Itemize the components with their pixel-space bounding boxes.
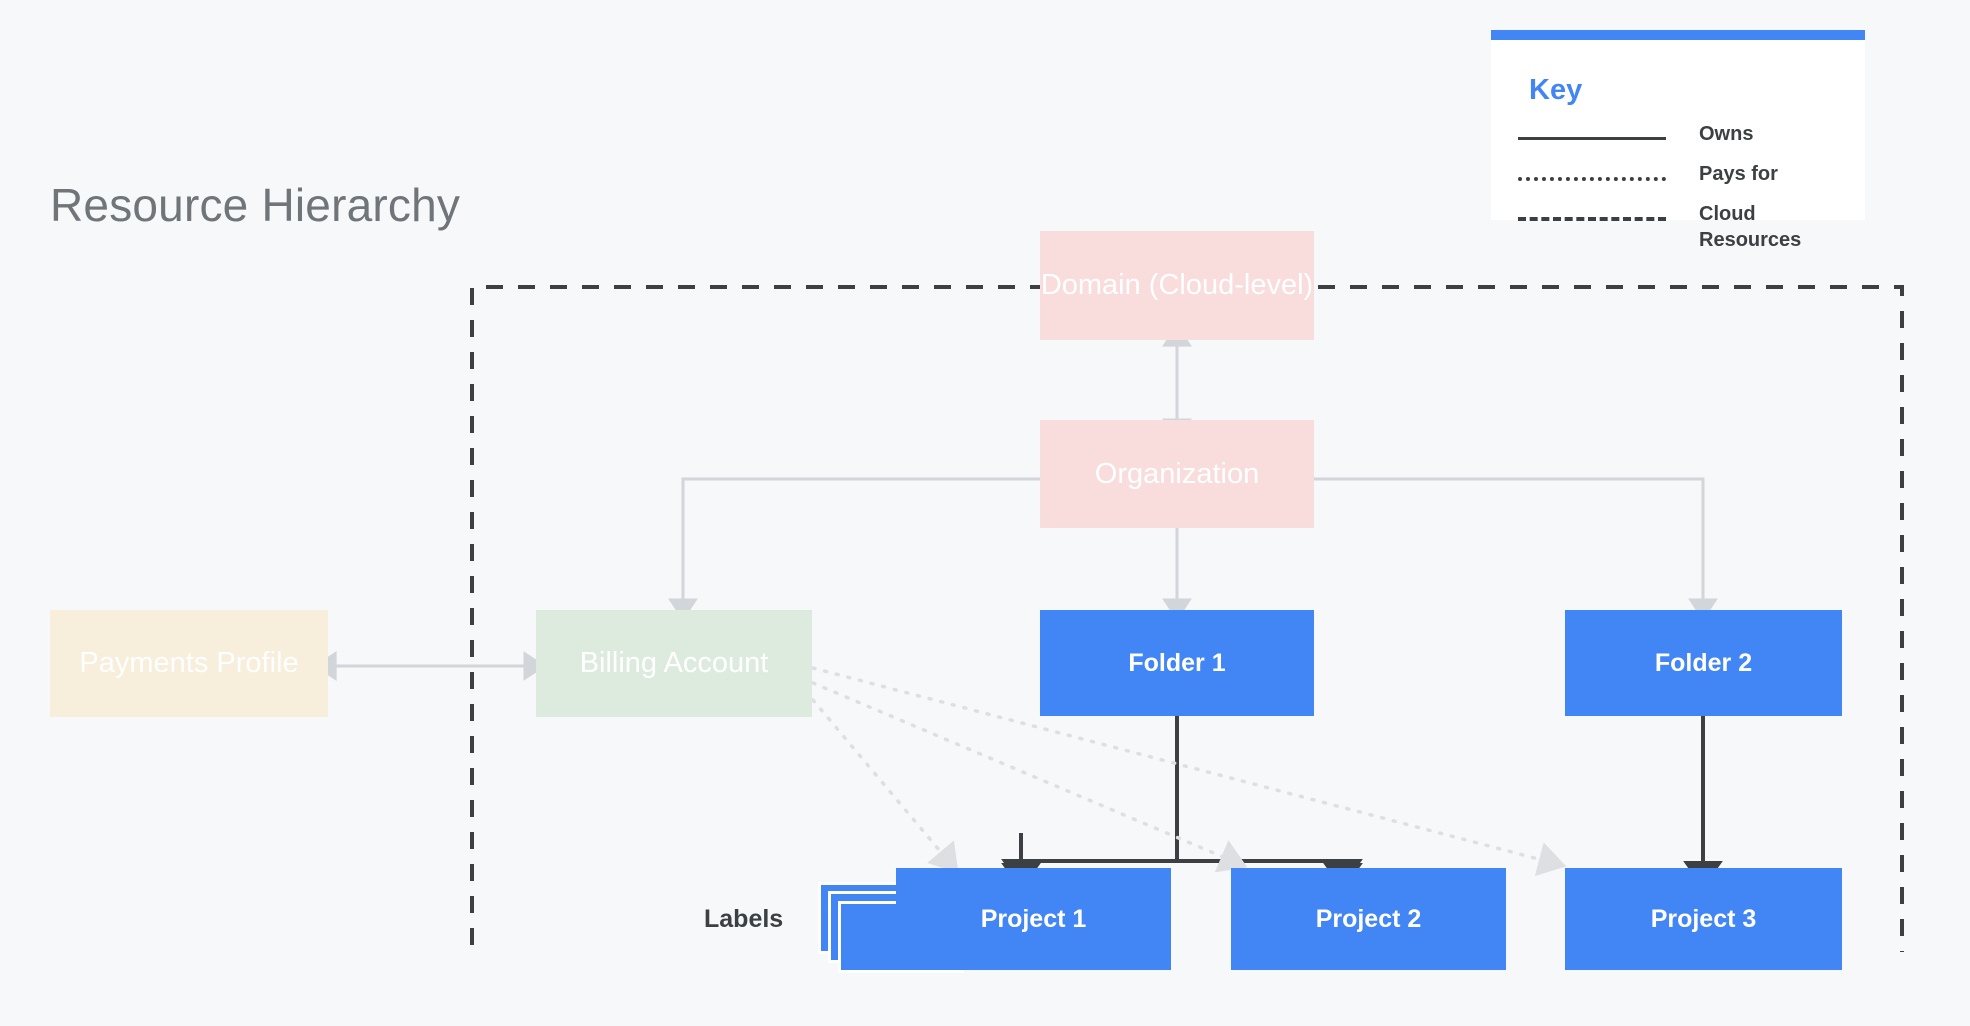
key-row-owns: Owns <box>1491 122 1865 156</box>
key-line-solid-icon <box>1518 137 1666 140</box>
node-project-2[interactable]: Project 2 <box>1231 868 1506 970</box>
node-domain-label: Domain (Cloud-level) <box>1040 269 1314 302</box>
node-project-3-label: Project 3 <box>1650 905 1757 933</box>
key-label-pays-for: Pays for <box>1699 163 1778 185</box>
edge-billing-account-pays-project-1 <box>811 698 959 874</box>
node-folder-2[interactable]: Folder 2 <box>1565 610 1842 716</box>
key-legend-panel: Key Owns Pays for Cloud Resources <box>1491 30 1865 251</box>
edge-organization-folder-2 <box>1314 477 1718 621</box>
key-label-cloud-resources: Cloud Resources <box>1699 203 1802 251</box>
node-project-2-label: Project 2 <box>1315 905 1422 933</box>
key-accent-bar <box>1491 30 1865 40</box>
key-line-dotted-icon <box>1518 177 1666 181</box>
node-billing-account[interactable]: Billing Account <box>536 610 812 717</box>
edge-organization-billing-account <box>668 477 1042 621</box>
node-folder-2-label: Folder 2 <box>1654 649 1753 677</box>
node-payments-profile[interactable]: Payments Profile <box>50 610 328 717</box>
node-folder-1[interactable]: Folder 1 <box>1040 610 1314 716</box>
node-project-1-label: Project 1 <box>980 905 1087 933</box>
node-payments-profile-label: Payments Profile <box>79 647 299 680</box>
node-organization[interactable]: Organization <box>1040 420 1314 528</box>
key-line-dashed-icon <box>1518 217 1666 221</box>
node-folder-1-label: Folder 1 <box>1128 649 1226 677</box>
key-title: Key <box>1529 74 1583 106</box>
node-organization-label: Organization <box>1094 457 1260 490</box>
key-row-pays-for: Pays for <box>1491 162 1865 196</box>
node-billing-account-label: Billing Account <box>579 647 769 680</box>
node-domain[interactable]: Domain (Cloud-level) <box>1040 231 1314 340</box>
node-project-1[interactable]: Project 1 <box>896 868 1171 970</box>
key-row-cloud-resources: Cloud Resources <box>1491 202 1865 251</box>
page-title: Resource Hierarchy <box>50 179 461 231</box>
node-project-3[interactable]: Project 3 <box>1565 868 1842 970</box>
key-label-owns: Owns <box>1699 123 1754 145</box>
labels-caption: Labels <box>704 905 784 933</box>
edge-folder-1-projects <box>1001 716 1363 887</box>
